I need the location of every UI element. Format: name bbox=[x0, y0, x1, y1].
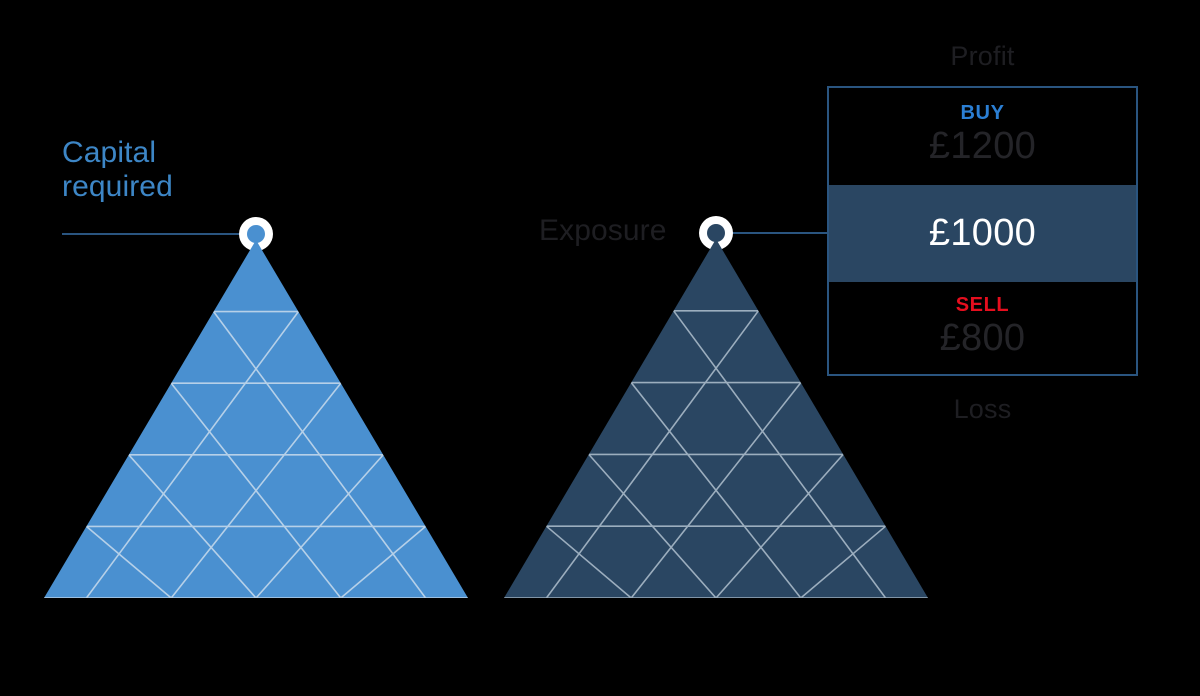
capital-triangle-svg bbox=[44, 240, 468, 598]
loss-label: Loss bbox=[953, 394, 1012, 424]
capital-triangle-grid bbox=[44, 310, 468, 598]
capital-node-dot bbox=[247, 225, 265, 243]
sell-price-value: £800 bbox=[939, 317, 1026, 359]
exposure-triangle-fill bbox=[504, 239, 928, 598]
exposure-label: Exposure bbox=[539, 214, 667, 247]
capital-required-label: Capital required bbox=[62, 136, 173, 203]
sell-side-label: SELL bbox=[955, 294, 1010, 316]
current-price-value: £1000 bbox=[928, 212, 1037, 254]
capital-triangle-fill bbox=[44, 240, 468, 598]
profit-label: Profit bbox=[950, 41, 1015, 71]
exposure-triangle-grid bbox=[504, 310, 928, 598]
price-ladder-box: BUY £1200 £1000 SELL £800 bbox=[827, 86, 1138, 376]
price-row-sell[interactable]: SELL £800 bbox=[829, 282, 1136, 375]
exposure-connector-line bbox=[728, 232, 828, 234]
capital-connector-line bbox=[62, 233, 244, 235]
buy-side-label: BUY bbox=[960, 102, 1005, 124]
exposure-node-dot bbox=[707, 224, 725, 242]
buy-price-value: £1200 bbox=[928, 125, 1037, 167]
exposure-triangle-svg bbox=[504, 239, 928, 598]
capital-triangle bbox=[40, 232, 476, 604]
price-row-buy[interactable]: BUY £1200 bbox=[829, 88, 1136, 185]
price-row-current[interactable]: £1000 bbox=[829, 185, 1136, 282]
exposure-triangle bbox=[500, 231, 936, 603]
